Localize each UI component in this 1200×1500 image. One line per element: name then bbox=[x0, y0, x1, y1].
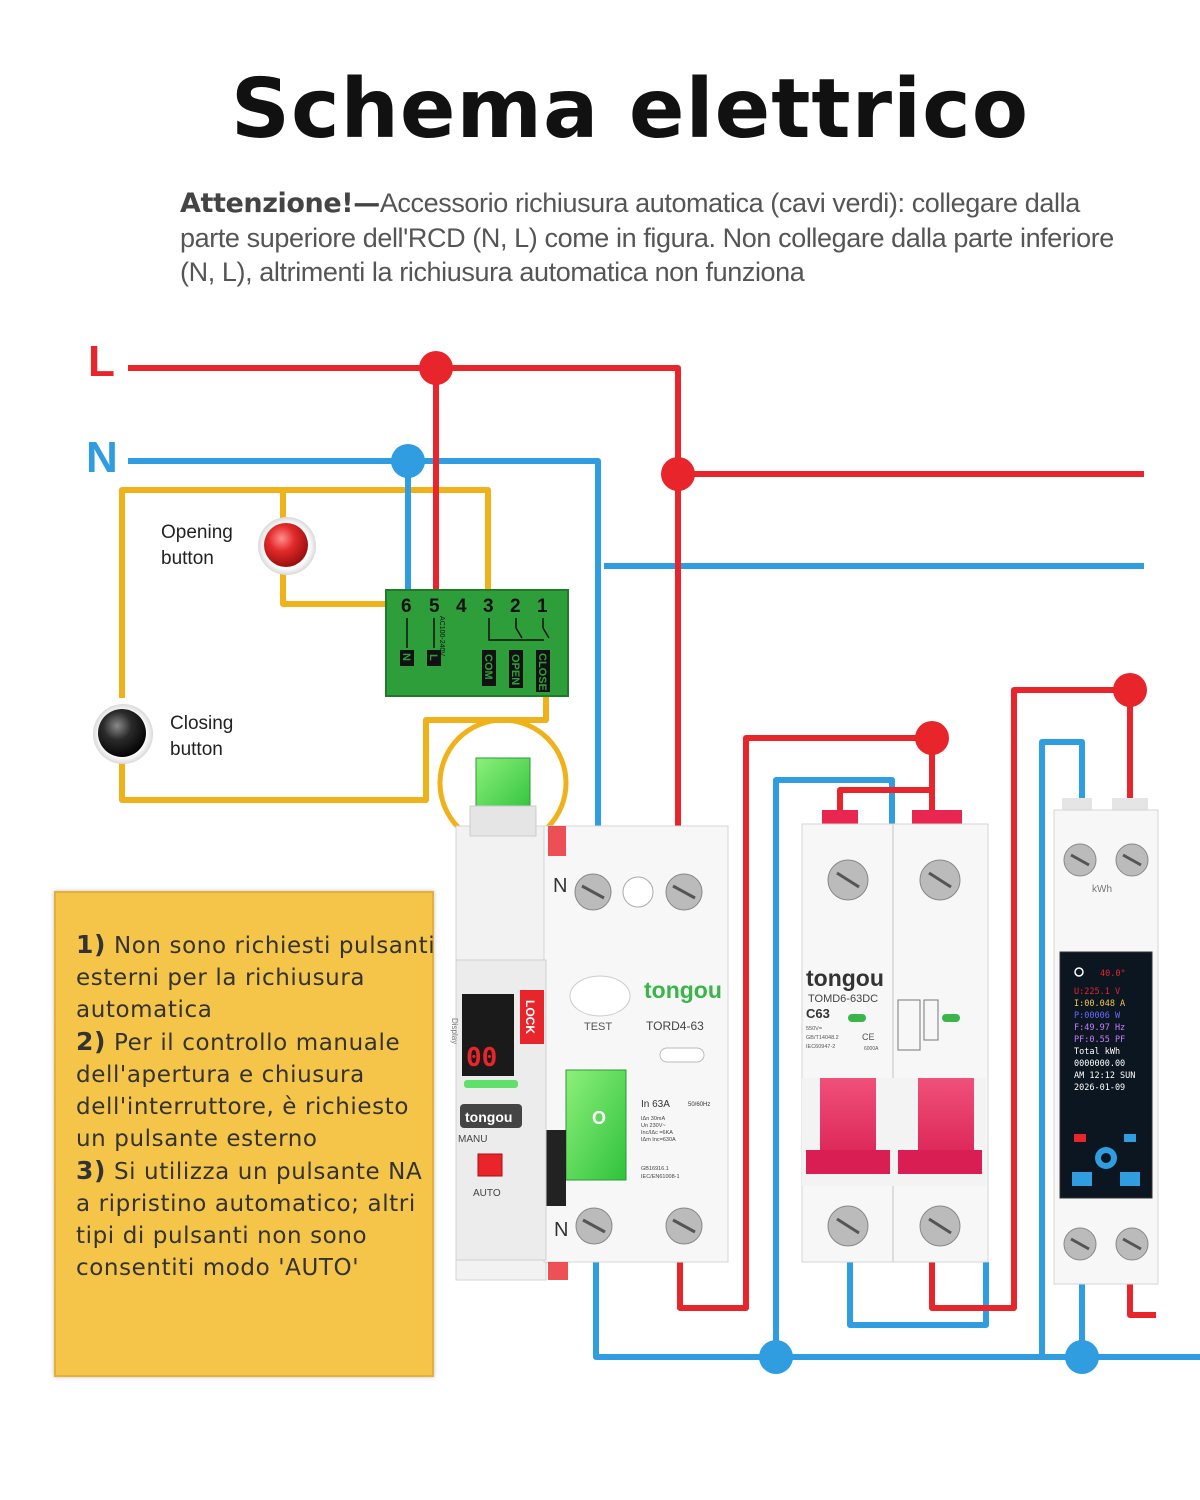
notes-list: 1) Non sono richiesti pulsanti esterni p… bbox=[76, 929, 436, 1284]
rcd-spec: Un 230V~ bbox=[641, 1123, 666, 1129]
meter-screen-line: 0000000.00 bbox=[1074, 1059, 1125, 1069]
meter-unit: kWh bbox=[1092, 884, 1112, 895]
terminal-number: 1 bbox=[537, 596, 548, 617]
neutral-junction bbox=[759, 1340, 793, 1374]
terminal-rating: AC100-240V bbox=[438, 616, 445, 656]
rcd-module-brand: tongou bbox=[465, 1109, 512, 1125]
rcd-display-digits: 00 bbox=[466, 1043, 497, 1073]
rcd-lock-label: LOCK bbox=[523, 1000, 537, 1034]
rcd-rating: In 63A bbox=[641, 1099, 670, 1110]
breaker-spec: GB/T14048.2 bbox=[806, 1035, 839, 1041]
circuit-breaker: tongou TOMD6-63DC C63 550V= GB/T14048.2 … bbox=[801, 810, 989, 1263]
neutral-junction bbox=[1065, 1340, 1099, 1374]
note-item: 1) Non sono richiesti pulsanti esterni p… bbox=[76, 930, 436, 1023]
terminal-block: 6 5 4 3 2 1 AC100-240V N L COM OPEN CLOS… bbox=[385, 589, 569, 697]
rcd-toggle-mark: O bbox=[592, 1108, 606, 1128]
breaker-brand: tongou bbox=[806, 965, 884, 991]
meter-screen-line: PF:0.55 PF bbox=[1074, 1035, 1125, 1045]
note-item: 2) Per il controllo manuale dell'apertur… bbox=[76, 1027, 410, 1152]
meter-screen-line: F:49.97 Hz bbox=[1074, 1023, 1125, 1033]
meter-screen-line: 2026-01-09 bbox=[1074, 1083, 1125, 1093]
meter-screen-line: P:00006 W bbox=[1074, 1011, 1121, 1021]
breaker-spec: IEC60947-2 bbox=[806, 1044, 835, 1050]
live-junction bbox=[915, 721, 949, 755]
warning-notice: Attenzione!—Accessorio richiusura automa… bbox=[180, 186, 1140, 289]
rcd-standard: GB16916.1 bbox=[641, 1166, 669, 1172]
breaker-ce: CE bbox=[862, 1032, 875, 1042]
meter-screen-line: 40.0° bbox=[1100, 969, 1126, 979]
terminal-label: N bbox=[400, 653, 412, 661]
terminal-label: OPEN bbox=[509, 654, 521, 685]
live-junction bbox=[1113, 673, 1147, 707]
terminal-label: CLOSE bbox=[536, 653, 548, 691]
meter-screen-line: I:00.048 A bbox=[1074, 999, 1125, 1009]
neutral-junction bbox=[391, 444, 425, 478]
rcd-n-bottom: N bbox=[554, 1219, 568, 1241]
terminal-number: 5 bbox=[429, 596, 440, 617]
rcd-device: N TEST tongou TORD4-63 O In 63A 50/60Hz … bbox=[450, 757, 729, 1281]
opening-button-label: Opening button bbox=[161, 522, 233, 569]
rcd-standard: IEC/EN61008-1 bbox=[641, 1174, 680, 1180]
terminal-number: 6 bbox=[401, 596, 412, 617]
rcd-n-top: N bbox=[553, 875, 567, 897]
live-label: L bbox=[88, 337, 115, 386]
rcd-test-label: TEST bbox=[584, 1021, 612, 1033]
terminal-label: L bbox=[427, 654, 439, 661]
neutral-label: N bbox=[86, 433, 118, 482]
terminal-number: 4 bbox=[456, 596, 467, 617]
meter-screen-line: AM 12:12 SUN bbox=[1074, 1071, 1135, 1081]
terminal-label: COM bbox=[482, 654, 494, 680]
rcd-frequency: 50/60Hz bbox=[688, 1102, 710, 1108]
page-title: Schema elettrico bbox=[230, 62, 1030, 157]
notes-box: 1) Non sono richiesti pulsanti esterni p… bbox=[54, 891, 436, 1377]
live-junction bbox=[419, 351, 453, 385]
breaker-rating: C63 bbox=[806, 1006, 830, 1021]
breaker-model: TOMD6-63DC bbox=[808, 993, 878, 1005]
rcd-brand: tongou bbox=[644, 977, 722, 1003]
rcd-manu-label: MANU bbox=[458, 1134, 487, 1145]
warning-text: Accessorio richiusura automatica (cavi v… bbox=[180, 188, 1114, 287]
rcd-display-label: Display bbox=[450, 1018, 459, 1044]
energy-meter: kWh 40.0° U:225.1 V I:00.048 A P:00006 W… bbox=[1053, 798, 1159, 1285]
warning-heading: Attenzione!— bbox=[180, 188, 380, 219]
terminal-number: 3 bbox=[483, 596, 494, 617]
closing-button-icon bbox=[93, 704, 153, 764]
meter-screen-line: Total kWh bbox=[1074, 1047, 1120, 1057]
meter-screen-line: U:225.1 V bbox=[1074, 987, 1120, 997]
live-junction bbox=[661, 457, 695, 491]
terminal-number: 2 bbox=[510, 596, 521, 617]
rcd-spec: IΔn 30mA bbox=[641, 1116, 665, 1122]
rcd-spec: IΔm Inc=630A bbox=[641, 1137, 676, 1143]
breaker-spec: 550V= bbox=[806, 1026, 822, 1032]
rcd-model: TORD4-63 bbox=[646, 1019, 704, 1033]
note-item: 3) Si utilizza un pulsante NA a ripristi… bbox=[76, 1156, 423, 1281]
breaker-capacity: 6000A bbox=[864, 1046, 879, 1052]
rcd-auto-label: AUTO bbox=[473, 1188, 501, 1199]
closing-button-label: Closing button bbox=[170, 713, 234, 760]
opening-button-icon bbox=[258, 517, 316, 575]
rcd-spec: Inc/IΔc =6KA bbox=[641, 1130, 673, 1136]
